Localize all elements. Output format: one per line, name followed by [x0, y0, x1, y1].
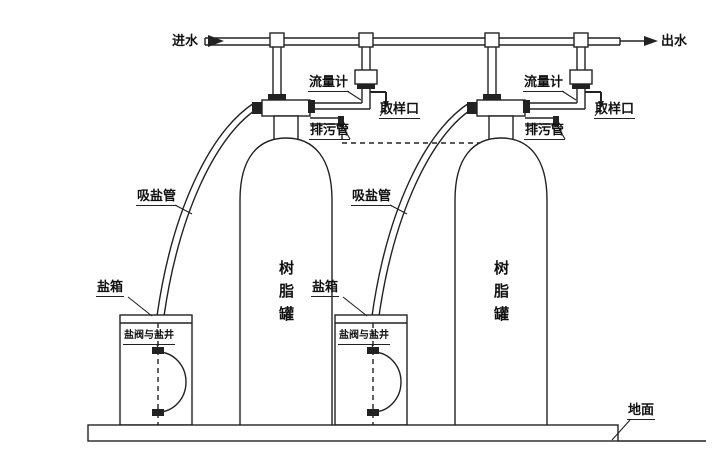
manifold-fittings: [269, 32, 589, 48]
control-valve-2: [467, 94, 530, 141]
salt-box-shape-2: [334, 314, 408, 426]
label-resin-tank-2: 树脂罐: [492, 260, 509, 329]
resin-tank-shape-2: [454, 137, 548, 425]
label-salt-valve-well-2: 盐阀与盐井: [338, 330, 390, 345]
label-sampling-port-1: 取样口: [379, 101, 421, 119]
resin-tank-shape-1: [239, 137, 333, 425]
flow-meter-assembly-1: [310, 47, 378, 110]
outlet-arrow: [644, 36, 658, 46]
suction-pipe-1: [156, 102, 255, 317]
label-ground: 地面: [627, 402, 656, 420]
label-salt-box-1: 盐箱: [96, 279, 125, 297]
label-outlet: 出水: [661, 33, 688, 48]
label-salt-valve-well-1: 盐阀与盐井: [123, 330, 175, 345]
label-sampling-port-2: 取样口: [594, 101, 636, 119]
label-inlet: 进水: [172, 33, 199, 48]
sampling-faucet-2: [585, 91, 604, 107]
suction-pipe-2: [371, 102, 470, 317]
label-suction-pipe-1: 吸盐管: [136, 188, 178, 206]
drain-dashed-line: [341, 125, 490, 144]
inlet-arrow: [208, 35, 224, 47]
label-resin-tank-1: 树脂罐: [277, 260, 294, 329]
label-drain-pipe-1: 排污管: [309, 122, 351, 140]
control-valve-1: [252, 94, 315, 141]
softener-unit-2: [334, 47, 604, 426]
sampling-faucet-1: [370, 91, 389, 107]
label-flow-meter-2: 流量计: [523, 74, 565, 92]
label-suction-pipe-2: 吸盐管: [351, 188, 393, 206]
drain-stub-2: [525, 116, 559, 126]
label-salt-box-2: 盐箱: [311, 279, 340, 297]
drain-stub-1: [310, 116, 344, 126]
label-flow-meter-1: 流量计: [308, 74, 350, 92]
label-drain-pipe-2: 排污管: [524, 122, 566, 140]
flow-meter-assembly-2: [525, 47, 593, 110]
